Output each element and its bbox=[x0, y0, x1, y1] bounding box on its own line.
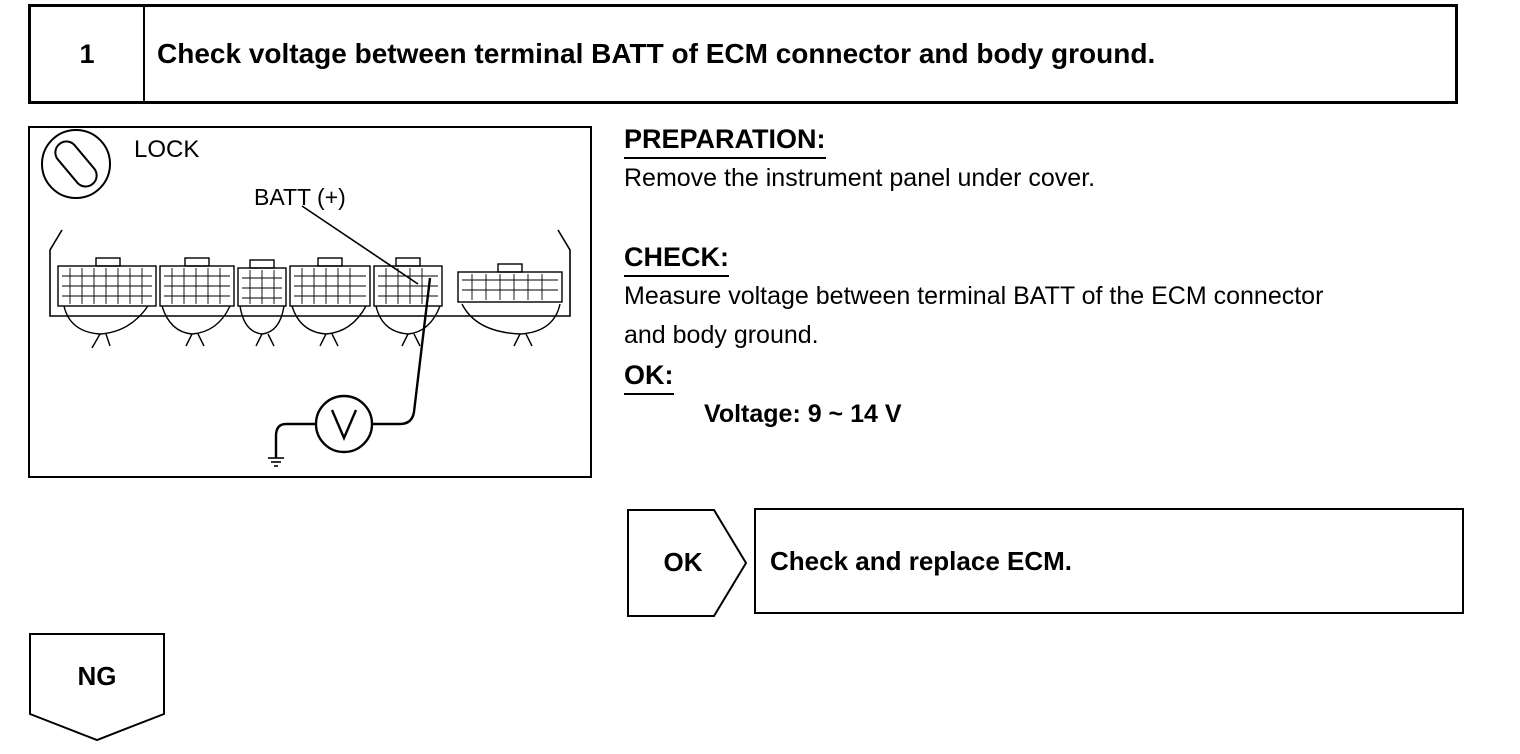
step-header: 1 Check voltage between terminal BATT of… bbox=[28, 4, 1458, 104]
check-text-line2: and body ground. bbox=[624, 321, 819, 349]
ok-action-text: Check and replace ECM. bbox=[770, 545, 1072, 576]
check-heading: CHECK: bbox=[624, 242, 729, 277]
probe-wire bbox=[372, 277, 432, 426]
lock-label: LOCK bbox=[134, 136, 200, 163]
check-text-line1: Measure voltage between terminal BATT of… bbox=[624, 282, 1324, 310]
batt-leader-line bbox=[301, 205, 419, 285]
preparation-text: Remove the instrument panel under cover. bbox=[624, 164, 1096, 192]
ng-branch-label: NG bbox=[77, 660, 117, 691]
step-divider bbox=[143, 7, 145, 101]
ng-arrow-shape bbox=[29, 633, 165, 742]
ignition-key-lock-icon bbox=[41, 129, 111, 199]
batt-terminal-label: BATT (+) bbox=[254, 184, 346, 210]
ecm-connector-icon bbox=[49, 229, 571, 349]
ok-arrow-shape bbox=[627, 509, 748, 617]
ok-heading: OK: bbox=[624, 360, 674, 395]
illustration-drawing bbox=[41, 129, 571, 467]
ground-symbol-icon bbox=[268, 457, 284, 467]
voltage-spec: Voltage: 9 ~ 14 V bbox=[704, 400, 902, 428]
voltmeter-icon bbox=[314, 394, 374, 454]
ground-wire bbox=[274, 422, 316, 458]
step-title: Check voltage between terminal BATT of E… bbox=[157, 38, 1156, 69]
ok-branch-label: OK bbox=[663, 546, 703, 577]
ok-action-box: Check and replace ECM. bbox=[754, 508, 1464, 614]
step-number: 1 bbox=[79, 38, 95, 69]
ecm-connector-illustration: LOCK BATT (+) bbox=[28, 126, 592, 478]
preparation-heading: PREPARATION: bbox=[624, 124, 826, 159]
